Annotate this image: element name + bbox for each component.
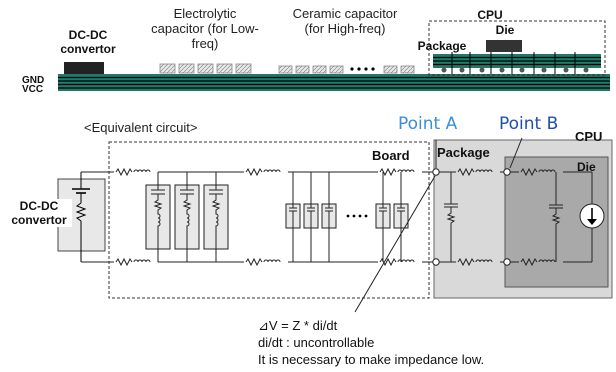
ceramic-dots	[350, 67, 375, 71]
equivalent-circuit-label: <Equivalent circuit>	[84, 120, 198, 135]
impedance-text: It is necessary to make impedance low.	[258, 352, 485, 367]
annotation-arrows	[354, 137, 523, 313]
electrolytic-capacitors	[159, 63, 252, 74]
circuit-nodes	[432, 168, 511, 266]
die-circuit-label: Die	[577, 160, 596, 174]
series-rl-elements	[114, 167, 563, 267]
ceramic-shunt-branches	[285, 172, 409, 262]
didt-text: di/dt : uncontrollable	[258, 335, 375, 350]
ceramic-circuit-dots	[346, 214, 368, 218]
electrolytic-shunt-branches	[145, 172, 229, 262]
cpu-circuit-label: CPU	[575, 129, 603, 144]
dcdc-chip	[64, 62, 104, 74]
package-circuit-label: Package	[437, 145, 490, 160]
package-shunt-capacitor	[444, 172, 458, 262]
ceramic-label: Ceramic capacitor (for High-freq)	[292, 6, 398, 36]
package-top-label: Package	[417, 39, 467, 53]
die-shunt-capacitor	[549, 172, 563, 262]
die-top-label: Die	[495, 23, 515, 37]
ceramic-capacitors	[278, 65, 415, 74]
dcdc-top-label: DC-DC convertor	[60, 28, 116, 56]
current-source-icon	[579, 203, 605, 229]
vcc-label: VCC	[22, 84, 44, 95]
die-chip	[486, 40, 522, 52]
formula-text: ⊿V = Z * di/dt	[258, 318, 338, 333]
gnd-label: GND	[22, 75, 45, 86]
board-label: Board	[372, 148, 410, 163]
dcdc-circuit-label: DC-DC convertor	[6, 199, 72, 227]
point-b-label: Point B	[499, 114, 559, 134]
electrolytic-label: Electrolytic capacitor (for Low-freq)	[151, 6, 259, 51]
point-a-label: Point A	[398, 114, 458, 134]
pcb-cross-section	[58, 74, 610, 91]
cpu-dashed-box	[428, 20, 606, 76]
board-dashed-box	[108, 141, 430, 299]
dcdc-battery-symbol	[72, 172, 90, 262]
cpu-top-label: CPU	[477, 8, 503, 22]
cpu-package-stack	[433, 40, 601, 74]
